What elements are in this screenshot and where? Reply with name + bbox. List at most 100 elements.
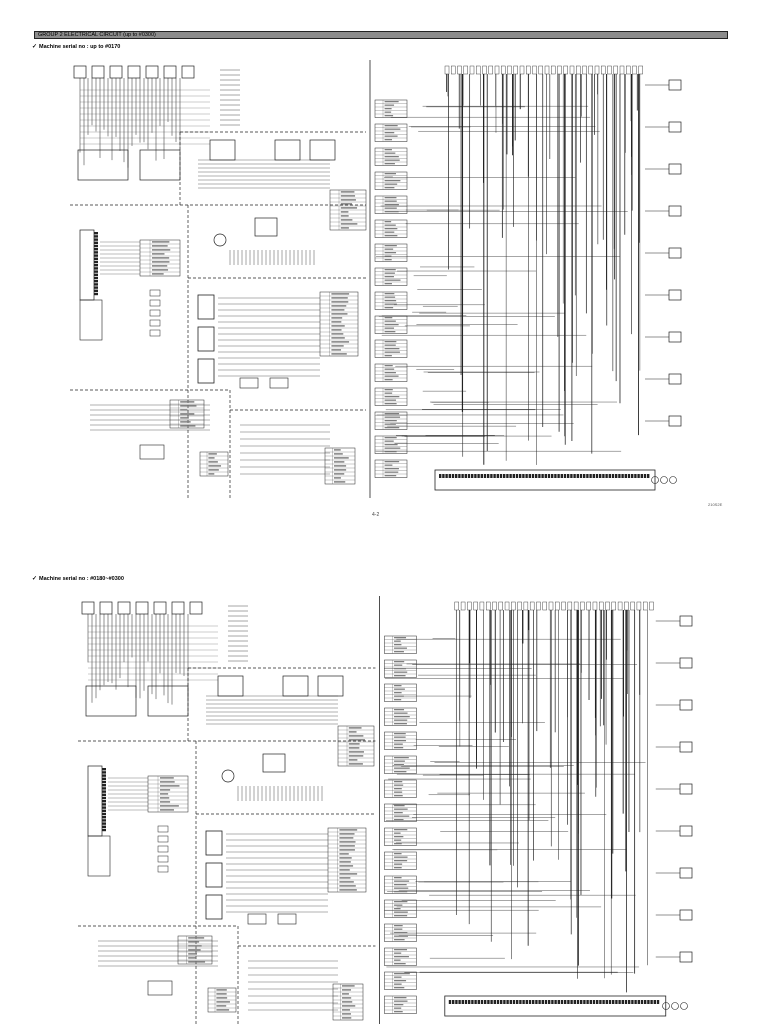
component-box xyxy=(157,835,169,843)
table-text-stroke xyxy=(394,887,409,889)
table-text-stroke xyxy=(334,481,346,483)
table-text-stroke xyxy=(384,221,392,223)
table-text-stroke xyxy=(384,104,395,106)
component-box xyxy=(239,377,259,389)
table-text-stroke xyxy=(394,788,402,790)
table-text-stroke xyxy=(384,296,396,298)
table-text-stroke xyxy=(208,457,215,459)
table-text-stroke xyxy=(394,647,407,649)
component-box xyxy=(463,65,468,75)
component-box xyxy=(147,980,173,996)
table-text-stroke xyxy=(394,661,405,663)
table-text-stroke xyxy=(339,841,356,843)
table-text-stroke xyxy=(384,173,397,175)
connector-pin xyxy=(439,474,442,478)
table-text-stroke xyxy=(331,349,342,351)
table-text-stroke xyxy=(394,839,402,841)
connector-pin xyxy=(637,1000,640,1004)
table-text-stroke xyxy=(394,805,405,807)
connector-pin xyxy=(102,796,106,800)
connector-pin xyxy=(573,1000,576,1004)
connector-pin xyxy=(554,1000,557,1004)
table-text-stroke xyxy=(384,272,395,274)
connector-pin xyxy=(528,1000,532,1004)
table-text-stroke xyxy=(216,1009,230,1011)
component-box xyxy=(374,147,408,166)
table-text-stroke xyxy=(384,355,392,357)
serial-caption-1: ✓Machine serial no : up to #0170 xyxy=(32,44,121,50)
table-text-stroke xyxy=(216,989,227,991)
table-text-stroke xyxy=(384,399,397,401)
component-box xyxy=(384,731,417,750)
component-box xyxy=(374,195,408,214)
connector-pin xyxy=(512,1000,516,1004)
component-box xyxy=(498,601,503,611)
table-text-stroke xyxy=(394,963,406,965)
connector-pin xyxy=(102,828,106,832)
table-text-stroke xyxy=(394,712,408,714)
component-box xyxy=(494,65,500,75)
table-text-stroke xyxy=(348,731,357,733)
component-box xyxy=(91,65,105,79)
connector-pin xyxy=(551,474,554,478)
table-text-stroke xyxy=(394,784,404,786)
table-text-stroke xyxy=(384,139,393,141)
component-box xyxy=(384,947,417,966)
connector-pin xyxy=(445,474,448,478)
table-text-stroke xyxy=(394,884,407,886)
table-text-stroke xyxy=(384,327,395,329)
connector-pin xyxy=(618,1000,621,1004)
component-box xyxy=(135,601,149,615)
connector-pin xyxy=(448,474,451,478)
component-box xyxy=(374,387,408,406)
table-text-stroke xyxy=(188,953,198,955)
connector-pin xyxy=(583,474,586,478)
checkmark-icon: ✓ xyxy=(32,44,38,50)
table-text-stroke xyxy=(384,224,396,226)
connector-pin xyxy=(102,793,106,796)
connector-pin xyxy=(94,286,98,289)
component-box xyxy=(482,65,487,75)
table-text-stroke xyxy=(348,759,358,761)
table-text-stroke xyxy=(331,341,350,343)
table-text-stroke xyxy=(384,228,398,230)
component-box xyxy=(384,971,417,990)
table-text-stroke xyxy=(384,468,399,470)
component-box xyxy=(492,601,497,611)
component-box xyxy=(668,163,682,175)
table-text-stroke xyxy=(331,337,345,339)
table-text-stroke xyxy=(384,464,393,466)
table-text-stroke xyxy=(340,227,349,229)
table-text-stroke xyxy=(384,211,399,213)
schematic-1-drawing xyxy=(70,60,682,498)
table-text-stroke xyxy=(384,351,400,353)
table-text-stroke xyxy=(334,453,343,455)
table-text-stroke xyxy=(342,1005,356,1007)
table-text-stroke xyxy=(152,257,170,259)
table-text-stroke xyxy=(339,833,355,835)
connector-pin xyxy=(477,474,480,478)
component-box xyxy=(643,601,648,611)
connector-pin xyxy=(480,1000,484,1004)
table-text-stroke xyxy=(348,751,364,753)
component-box xyxy=(374,267,408,286)
component-box xyxy=(529,601,535,611)
connector-pin xyxy=(579,474,583,478)
table-text-stroke xyxy=(342,1001,353,1003)
component-box xyxy=(374,171,408,190)
serial-caption-2: ✓Machine serial no : #0180~#0300 xyxy=(32,576,124,582)
table-text-stroke xyxy=(384,197,397,199)
table-text-stroke xyxy=(384,269,396,271)
component-box xyxy=(181,65,195,79)
table-text-stroke xyxy=(216,997,228,999)
connector-pin xyxy=(519,1000,522,1004)
connector-pin xyxy=(102,784,106,787)
connector-pin xyxy=(640,474,643,478)
connector-pin xyxy=(586,1000,589,1004)
component-box xyxy=(679,825,693,837)
component-box xyxy=(668,205,682,217)
connector-pin xyxy=(544,1000,548,1004)
table-text-stroke xyxy=(342,989,352,991)
connector-pin xyxy=(643,474,647,478)
table-text-stroke xyxy=(384,444,398,446)
